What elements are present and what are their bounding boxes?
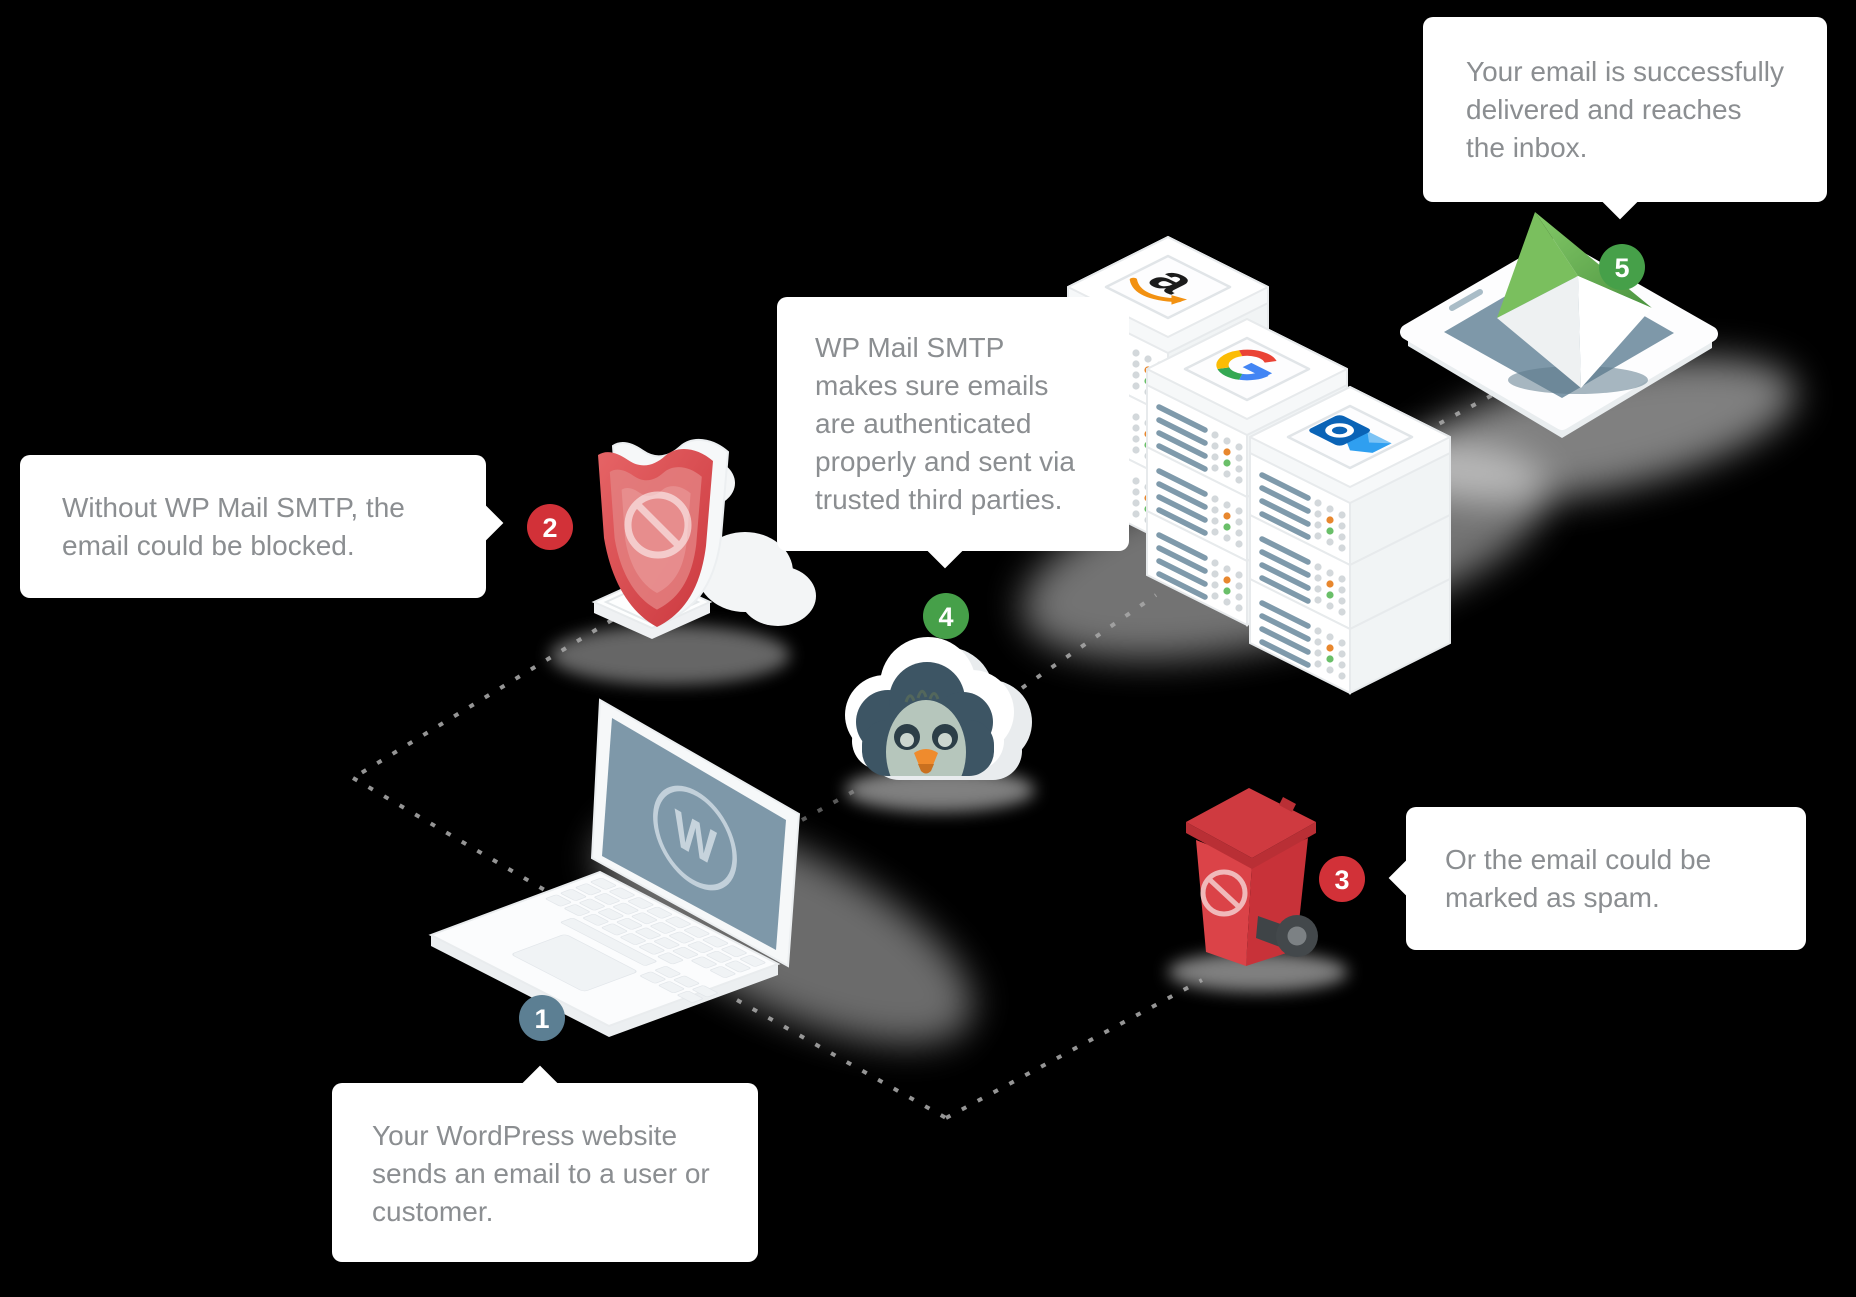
callout-step-3: Or the email could be marked as spam.: [1388, 807, 1806, 950]
badge-step-3: 3: [1319, 856, 1365, 902]
dotted-line-shield-to-corner: [351, 618, 614, 780]
badge-step-5: 5: [1599, 244, 1645, 290]
badge-step-2: 2: [527, 504, 573, 550]
svg-text:4: 4: [938, 602, 953, 632]
blocked-prohibition-icon: [624, 491, 692, 559]
callout-step-1-text: Your WordPress website sends an email to…: [372, 1120, 710, 1227]
tablet-inbox: [1400, 212, 1718, 438]
callout-step-4: WP Mail SMTP makes sure emails are authe…: [777, 297, 1129, 569]
bin-lid: [1186, 788, 1316, 858]
callout-step-5-text: Your email is successfully delivered and…: [1466, 56, 1784, 163]
email-servers: a: [1068, 235, 1450, 693]
callout-step-3-text: Or the email could be marked as spam.: [1445, 843, 1712, 913]
server-stack-google: [1147, 317, 1347, 625]
badge-step-4: 4: [923, 593, 969, 639]
callout-step-2-text: Without WP Mail SMTP, the email could be…: [62, 491, 405, 561]
dotted-line-laptop-to-corner: [736, 998, 947, 1120]
svg-text:1: 1: [534, 1004, 549, 1034]
delivered-envelope-icon: [1497, 212, 1652, 394]
laptop-base: [428, 870, 781, 1028]
laptop-trackpad: [512, 934, 637, 992]
svg-text:3: 3: [1334, 865, 1349, 895]
bin-wheel: [1276, 915, 1318, 957]
callout-step-4-text: WP Mail SMTP makes sure emails are authe…: [815, 332, 1075, 515]
blocked-shield: [591, 438, 816, 639]
dotted-line-corner-to-bin: [945, 978, 1203, 1120]
tablet-speaker-icon: [1449, 289, 1483, 311]
laptop-keyboard: [512, 877, 766, 1003]
callout-step-5: Your email is successfully delivered and…: [1423, 17, 1827, 220]
wp-mail-smtp-cloud: [845, 637, 1032, 780]
callout-step-1: Your WordPress website sends an email to…: [332, 1065, 758, 1262]
google-logo-icon: [1216, 349, 1278, 381]
svg-text:5: 5: [1614, 253, 1629, 283]
laptop-screen: [602, 718, 786, 950]
pigeon-mascot-icon: [886, 689, 966, 776]
laptop-wordpress: W: [428, 698, 801, 1037]
dotted-line-corner-to-laptop: [351, 776, 550, 894]
outlook-logo-icon: [1309, 415, 1392, 453]
step-badges: 1 2 3 4 5: [519, 244, 1645, 1041]
spam-trash-bin: [1186, 788, 1318, 966]
server-stack-outlook: [1250, 385, 1450, 693]
badge-step-1: 1: [519, 995, 565, 1041]
svg-text:2: 2: [542, 513, 557, 543]
callout-step-2: Without WP Mail SMTP, the email could be…: [20, 455, 504, 598]
spam-prohibition-icon: [1200, 869, 1248, 917]
